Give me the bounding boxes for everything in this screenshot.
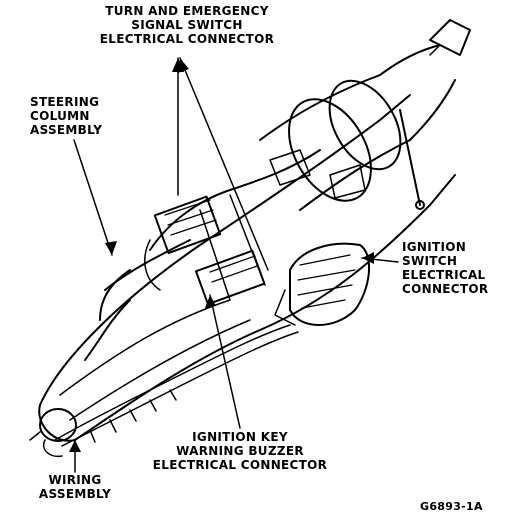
label-line: COLUMN <box>30 109 90 123</box>
label-line: WARNING BUZZER <box>176 444 304 458</box>
label-line: ELECTRICAL <box>402 268 486 282</box>
arrowhead-steering <box>105 241 117 255</box>
label-line: CONNECTOR <box>402 282 489 296</box>
arrowhead-buzzer <box>205 295 216 308</box>
turn-signal-connector-label: TURN AND EMERGENCY SIGNAL SWITCH ELECTRI… <box>82 4 292 46</box>
steering-column-label: STEERING COLUMN ASSEMBLY <box>30 95 102 137</box>
arrowheads <box>69 58 374 452</box>
arrowhead-turn-right <box>178 58 189 73</box>
leader-steering-column <box>73 139 113 256</box>
label-line: ASSEMBLY <box>38 487 112 501</box>
ignition-switch-connector-label: IGNITION SWITCH ELECTRICAL CONNECTOR <box>402 240 488 296</box>
leader-key-buzzer <box>209 294 241 429</box>
leader-lines <box>73 57 399 473</box>
column-shroud <box>84 149 321 361</box>
buzzer-connector <box>194 249 266 306</box>
figure-id: G6893-1A <box>420 500 483 513</box>
label-line: STEERING <box>30 95 100 109</box>
upper-column-mechanism <box>259 19 471 211</box>
arrowhead-ignition <box>362 252 374 264</box>
arrowhead-wiring <box>69 440 81 452</box>
turn-signal-connector <box>144 195 222 291</box>
label-line: ELECTRICAL CONNECTOR <box>99 32 275 46</box>
key-buzzer-connector-label: IGNITION KEY WARNING BUZZER ELECTRICAL C… <box>130 430 350 472</box>
label-line: SWITCH <box>402 254 458 268</box>
column-tube <box>38 94 456 442</box>
label-line: SIGNAL SWITCH <box>131 18 243 32</box>
label-line: ASSEMBLY <box>30 123 103 137</box>
label-line: WIRING <box>48 473 102 487</box>
ignition-switch-connector <box>274 242 371 326</box>
label-line: ELECTRICAL CONNECTOR <box>152 458 328 472</box>
wiring-assembly-label: WIRING ASSEMBLY <box>30 473 120 501</box>
label-line: IGNITION <box>402 240 467 254</box>
label-line: TURN AND EMERGENCY <box>105 4 269 18</box>
label-line: IGNITION KEY <box>192 430 288 444</box>
leader-turn-signal-right <box>179 57 269 271</box>
wiring-harness <box>29 324 299 458</box>
